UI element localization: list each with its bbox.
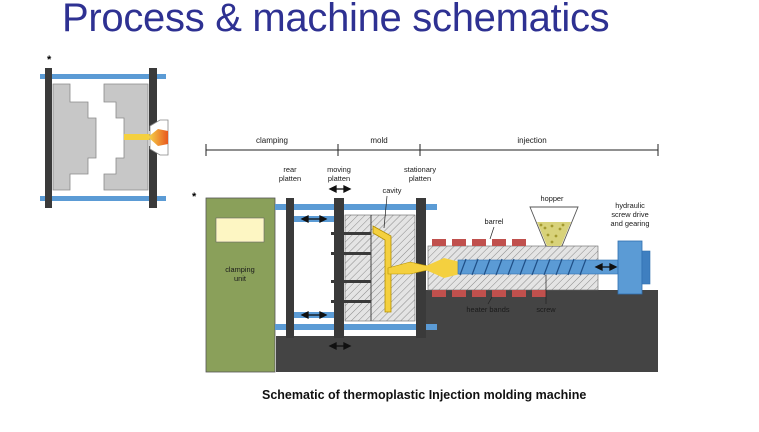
label-hopper: hopper (540, 194, 564, 203)
label-hydraulic-line1: hydraulic (615, 201, 645, 210)
heater-bands-top (432, 239, 526, 246)
heater-bands-bottom (432, 290, 546, 297)
large-machine-diagram: * clamping mold injection clamping unit (192, 136, 659, 373)
melt-front (426, 258, 460, 278)
label-hydraulic-line2: screw drive (611, 210, 648, 219)
section-label-injection: injection (517, 136, 546, 145)
small-diagram-marker: * (47, 54, 52, 66)
label-rear-platten-line2: platten (279, 174, 301, 183)
machine-base (276, 290, 598, 356)
section-label-mold: mold (370, 136, 387, 145)
label-screw: screw (536, 305, 556, 314)
hopper-pellet-dots (539, 223, 565, 244)
clamping-unit-label-line2: unit (234, 274, 246, 283)
label-cavity: cavity (383, 186, 402, 195)
label-barrel: barrel (485, 217, 504, 226)
machine-base-left (276, 356, 418, 372)
label-rear-platten-line1: rear (283, 165, 297, 174)
clamping-unit-panel (215, 217, 265, 243)
clamping-unit-label-line1: clamping (225, 265, 255, 274)
small-mold-left-half (52, 83, 97, 191)
small-hot-melt (148, 129, 168, 146)
large-diagram-marker: * (192, 191, 197, 203)
leader-lines (383, 195, 547, 305)
label-heater-bands: heater bands (466, 305, 509, 314)
label-moving-platten-line2: platten (328, 174, 350, 183)
mold-spacers (331, 232, 371, 303)
diagram-caption: Schematic of thermoplastic Injection mol… (262, 388, 587, 402)
tie-bar-top (275, 204, 437, 210)
label-moving-platten-line1: moving (327, 165, 351, 174)
moving-platen (334, 198, 344, 338)
small-right-platen-bottom (149, 146, 157, 208)
mold-cavity (372, 225, 392, 313)
rear-platen (286, 198, 294, 338)
machine-base-right (418, 290, 658, 372)
small-tie-bar-bottom (40, 196, 166, 201)
label-stationary-platten-line1: stationary (404, 165, 436, 174)
label-stationary-platten-line2: platten (409, 174, 431, 183)
screw-flights (459, 258, 587, 276)
label-hydraulic-line3: and gearing (610, 219, 649, 228)
hydraulic-drive-cap (641, 250, 651, 285)
slide-title: Process & machine schematics (62, 0, 610, 40)
small-left-platen (45, 68, 52, 208)
movement-arrows (300, 184, 618, 351)
small-right-platen-top (149, 68, 157, 131)
section-dimension-line (205, 144, 659, 156)
small-sprue (124, 134, 150, 140)
small-tie-bar-top (40, 74, 166, 79)
section-label-clamping: clamping (256, 136, 288, 145)
hydraulic-drive (617, 240, 643, 295)
screw-shaft (457, 259, 619, 275)
small-mold-diagram: * (40, 54, 169, 208)
tie-bar-bottom (275, 324, 437, 330)
